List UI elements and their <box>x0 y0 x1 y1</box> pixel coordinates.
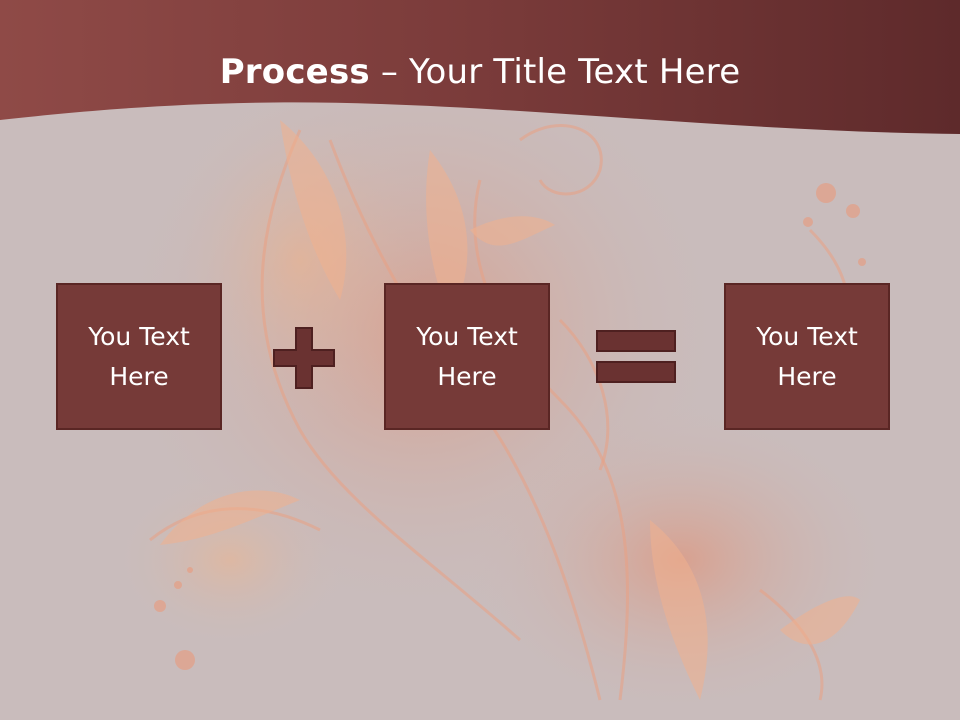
process-box-1[interactable]: You Text Here <box>56 283 222 430</box>
header-band <box>0 0 960 134</box>
plus-icon <box>273 327 335 389</box>
process-box-1-label: You Text Here <box>88 321 190 391</box>
slide-title: Process – Your Title Text Here <box>0 52 960 92</box>
process-box-3-label: You Text Here <box>756 321 858 391</box>
process-box-2-label: You Text Here <box>416 321 518 391</box>
process-box-3[interactable]: You Text Here <box>724 283 890 430</box>
equals-icon <box>596 330 676 383</box>
title-rest-text: – Your Title Text Here <box>369 52 741 92</box>
process-box-2[interactable]: You Text Here <box>384 283 550 430</box>
title-bold-text: Process <box>219 52 370 92</box>
